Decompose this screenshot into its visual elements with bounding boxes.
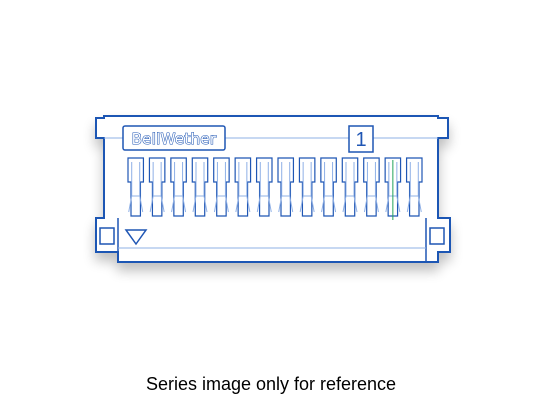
right-latch-tab xyxy=(429,227,445,245)
contact-11 xyxy=(341,157,359,217)
contact-10 xyxy=(320,157,337,217)
triangle-down-icon xyxy=(124,229,148,246)
position-number: 1 xyxy=(355,129,366,151)
contact-4 xyxy=(191,157,209,217)
position-number-box: 1 xyxy=(348,125,374,153)
contact-row xyxy=(127,157,423,220)
contact-1 xyxy=(127,157,145,217)
svg-text:BellWether: BellWether xyxy=(132,130,217,148)
reference-caption: Series image only for reference xyxy=(145,374,397,394)
contact-8 xyxy=(277,157,295,217)
contact-7 xyxy=(255,157,273,217)
contact-12 xyxy=(363,157,380,217)
contact-3 xyxy=(170,157,187,217)
contact-2 xyxy=(148,157,166,217)
contact-9 xyxy=(298,157,316,217)
contact-14 xyxy=(405,157,423,217)
brand-logo: BellWether xyxy=(122,125,226,151)
contact-5 xyxy=(213,157,230,217)
left-latch-tab xyxy=(99,227,115,245)
contact-6 xyxy=(234,157,252,217)
